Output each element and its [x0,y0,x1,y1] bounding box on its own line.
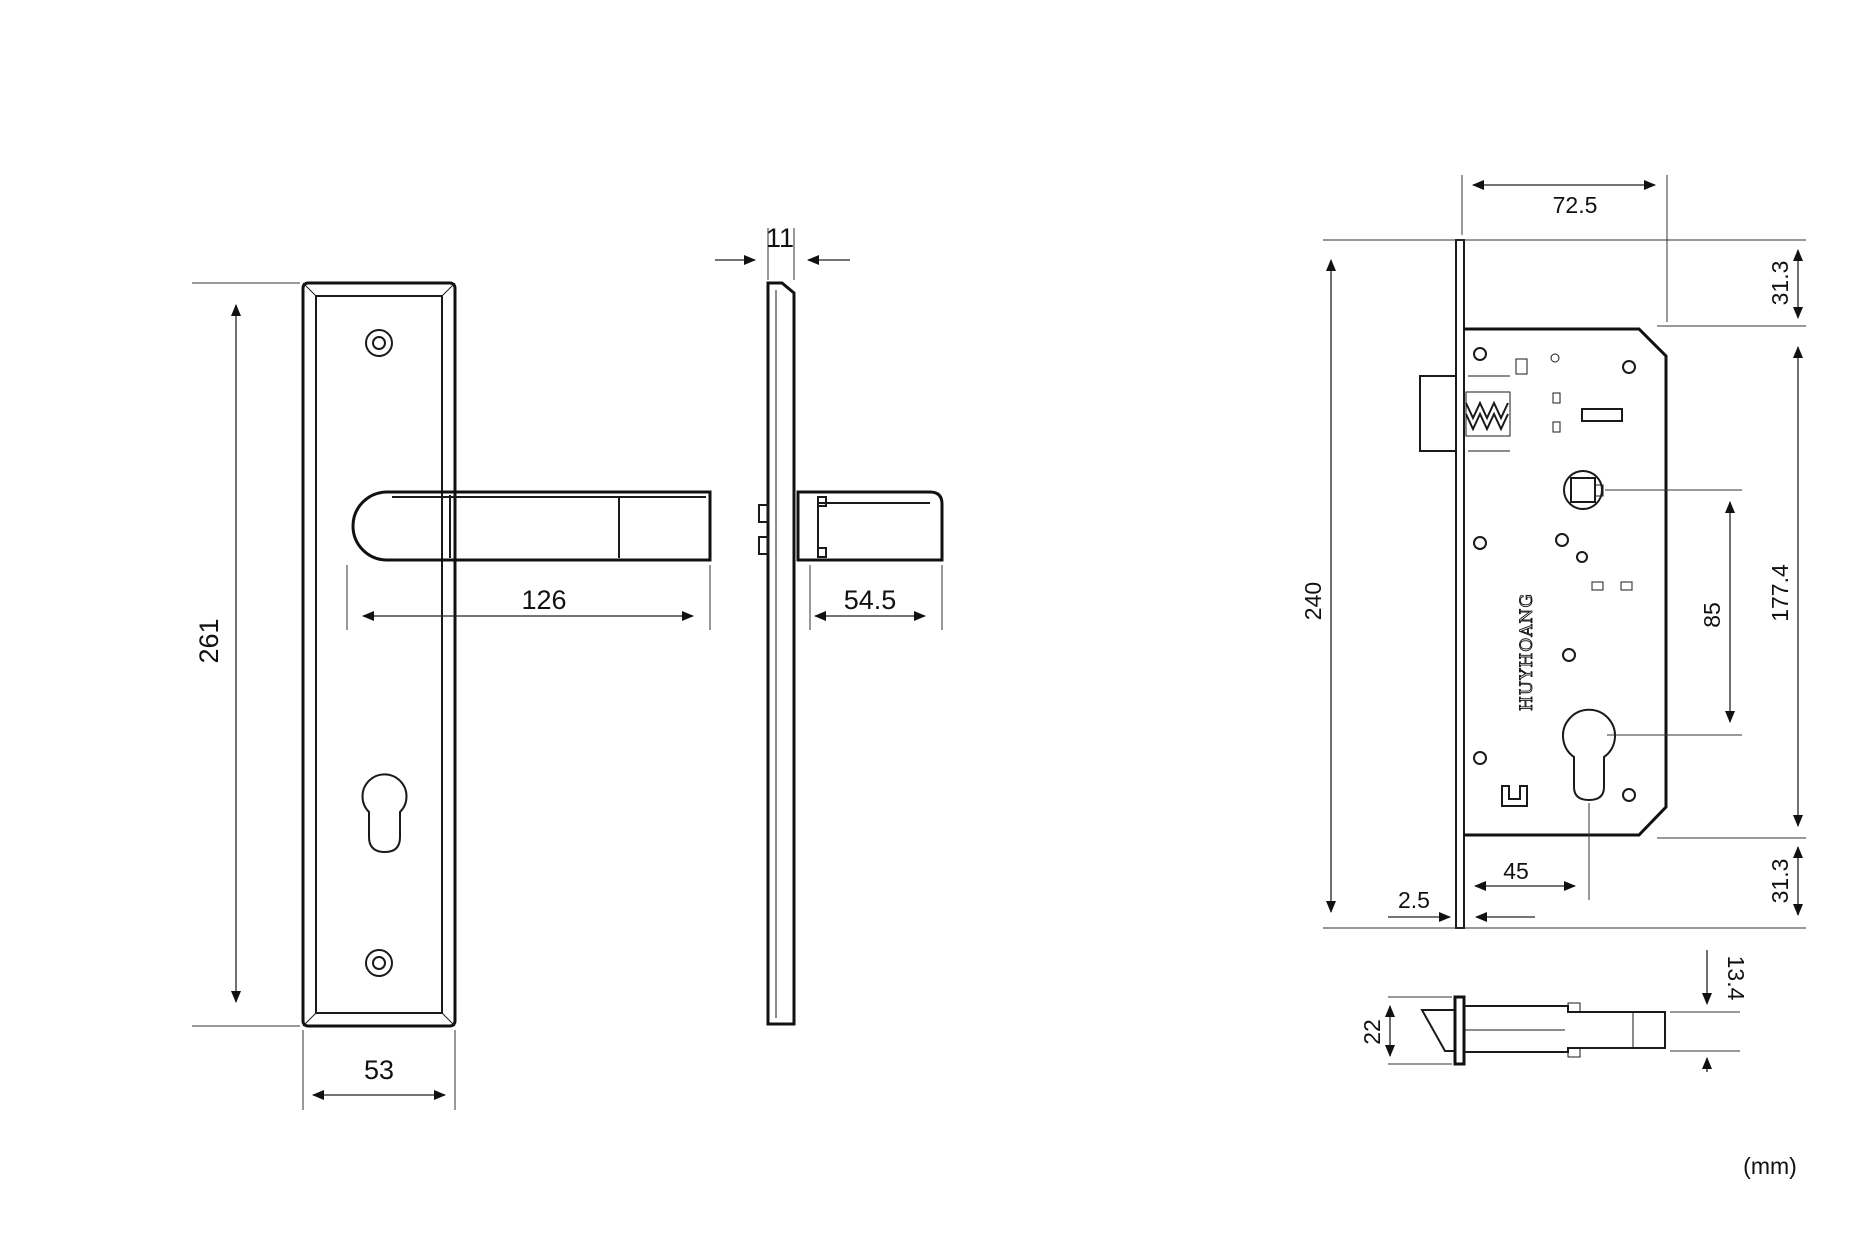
handle-front-view [301,281,712,1028]
screw-hole-top [365,329,393,357]
lock-faceplate [1455,239,1465,929]
lock-screws [1473,347,1636,802]
latch-spring [1465,400,1509,432]
latch-bolt [1419,375,1457,452]
lock-case-top [1464,1005,1666,1053]
dim-case-height: 177.4 [1767,564,1793,622]
dimension-labels: 261 53 126 11 54.5 72.5 240 31.3 177.4 3… [194,192,1797,1179]
dim-plate-thickness: 11 [766,223,794,253]
dim-plate-width: 53 [364,1055,394,1085]
dim-backset: 72.5 [1553,192,1598,218]
dim-plate-height: 261 [194,618,224,663]
units-label: (mm) [1743,1153,1797,1179]
lever-handle [351,490,712,562]
backplate-outline [301,281,457,1028]
dim-spindle-to-face: 45 [1503,858,1529,884]
lever-side [796,490,944,562]
mortise-lock-body: HUYHOANG [1419,239,1668,929]
dim-bottom-offset: 31.3 [1767,859,1793,904]
dim-lever-projection: 54.5 [844,585,897,615]
backplate-bevel [315,295,443,1014]
spindle-hub [1563,470,1604,510]
handle-side-view [758,281,944,1026]
faceplate-top-view [1420,995,1666,1066]
dim-center-distance: 85 [1699,602,1725,628]
keyhole-cutout [361,773,408,854]
dim-top-offset: 31.3 [1767,261,1793,306]
cylinder-cutout [1562,708,1616,802]
dim-faceplate-width: 22 [1359,1019,1385,1045]
extension-lines [192,175,1806,1110]
screw-hole-bottom [365,949,393,977]
backplate-side [766,281,796,1026]
dim-lever-length: 126 [521,585,566,615]
lock-case [1464,327,1668,837]
dim-faceplate-length: 240 [1300,582,1326,620]
dim-bolt-throw: 13.4 [1723,956,1749,1001]
dimension-lines [231,180,1803,1100]
dim-faceplate-thickness: 2.5 [1398,887,1430,913]
brand-engraving: HUYHOANG [1517,593,1537,711]
